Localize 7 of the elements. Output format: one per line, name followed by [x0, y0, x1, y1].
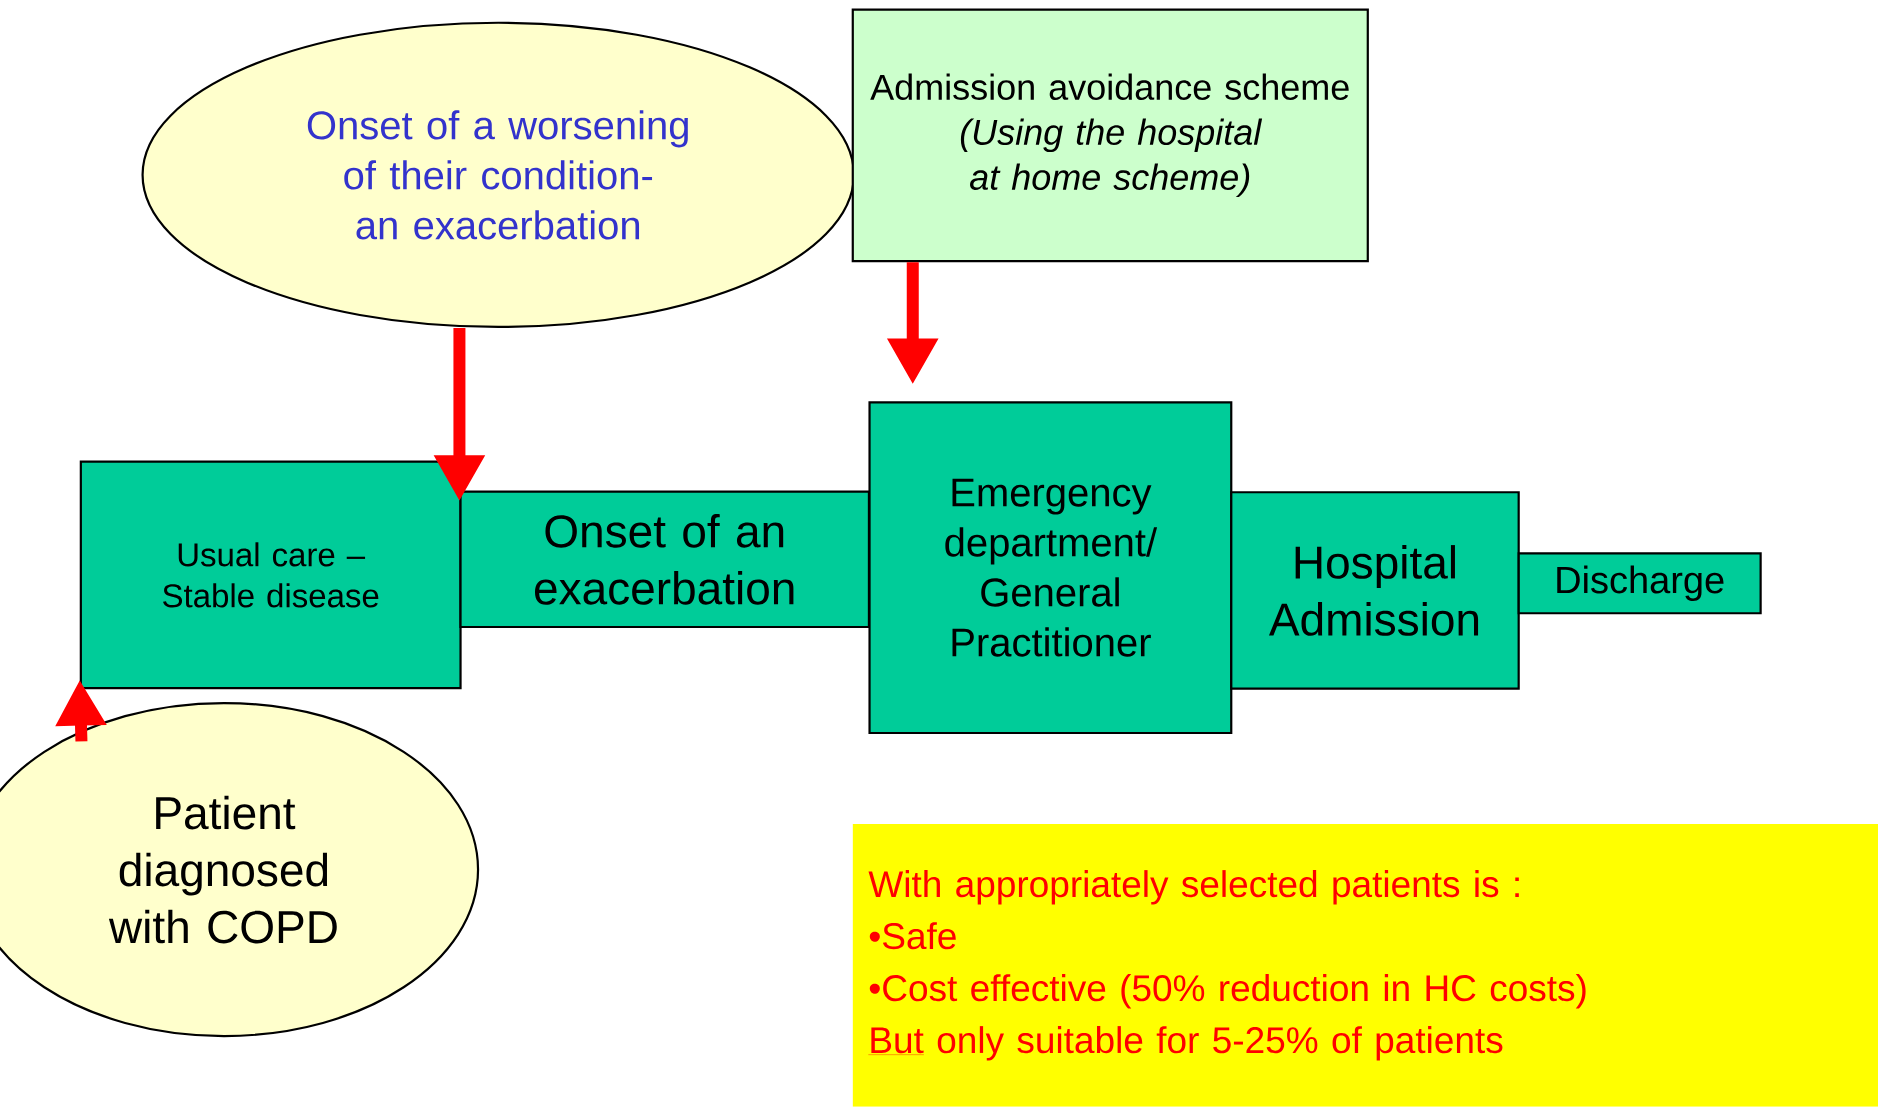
- note-box: With appropriately selected patients is : •Safe •Cost effective (50% reduction in HC costs) But only suitable for 5-25% of patients: [852, 824, 1878, 1107]
- process-box: Usual care – Stable disease: [79, 460, 462, 690]
- process-box: Admission avoidance scheme (Using the hospital at home scheme): [851, 8, 1369, 263]
- process-box: Hospital Admission: [1230, 491, 1520, 690]
- ellipse-node: Onset of a worsening of their condition- an exacerbation: [141, 21, 856, 329]
- process-box: Onset of an exacerbation: [459, 490, 871, 629]
- process-box: Discharge: [1517, 552, 1762, 615]
